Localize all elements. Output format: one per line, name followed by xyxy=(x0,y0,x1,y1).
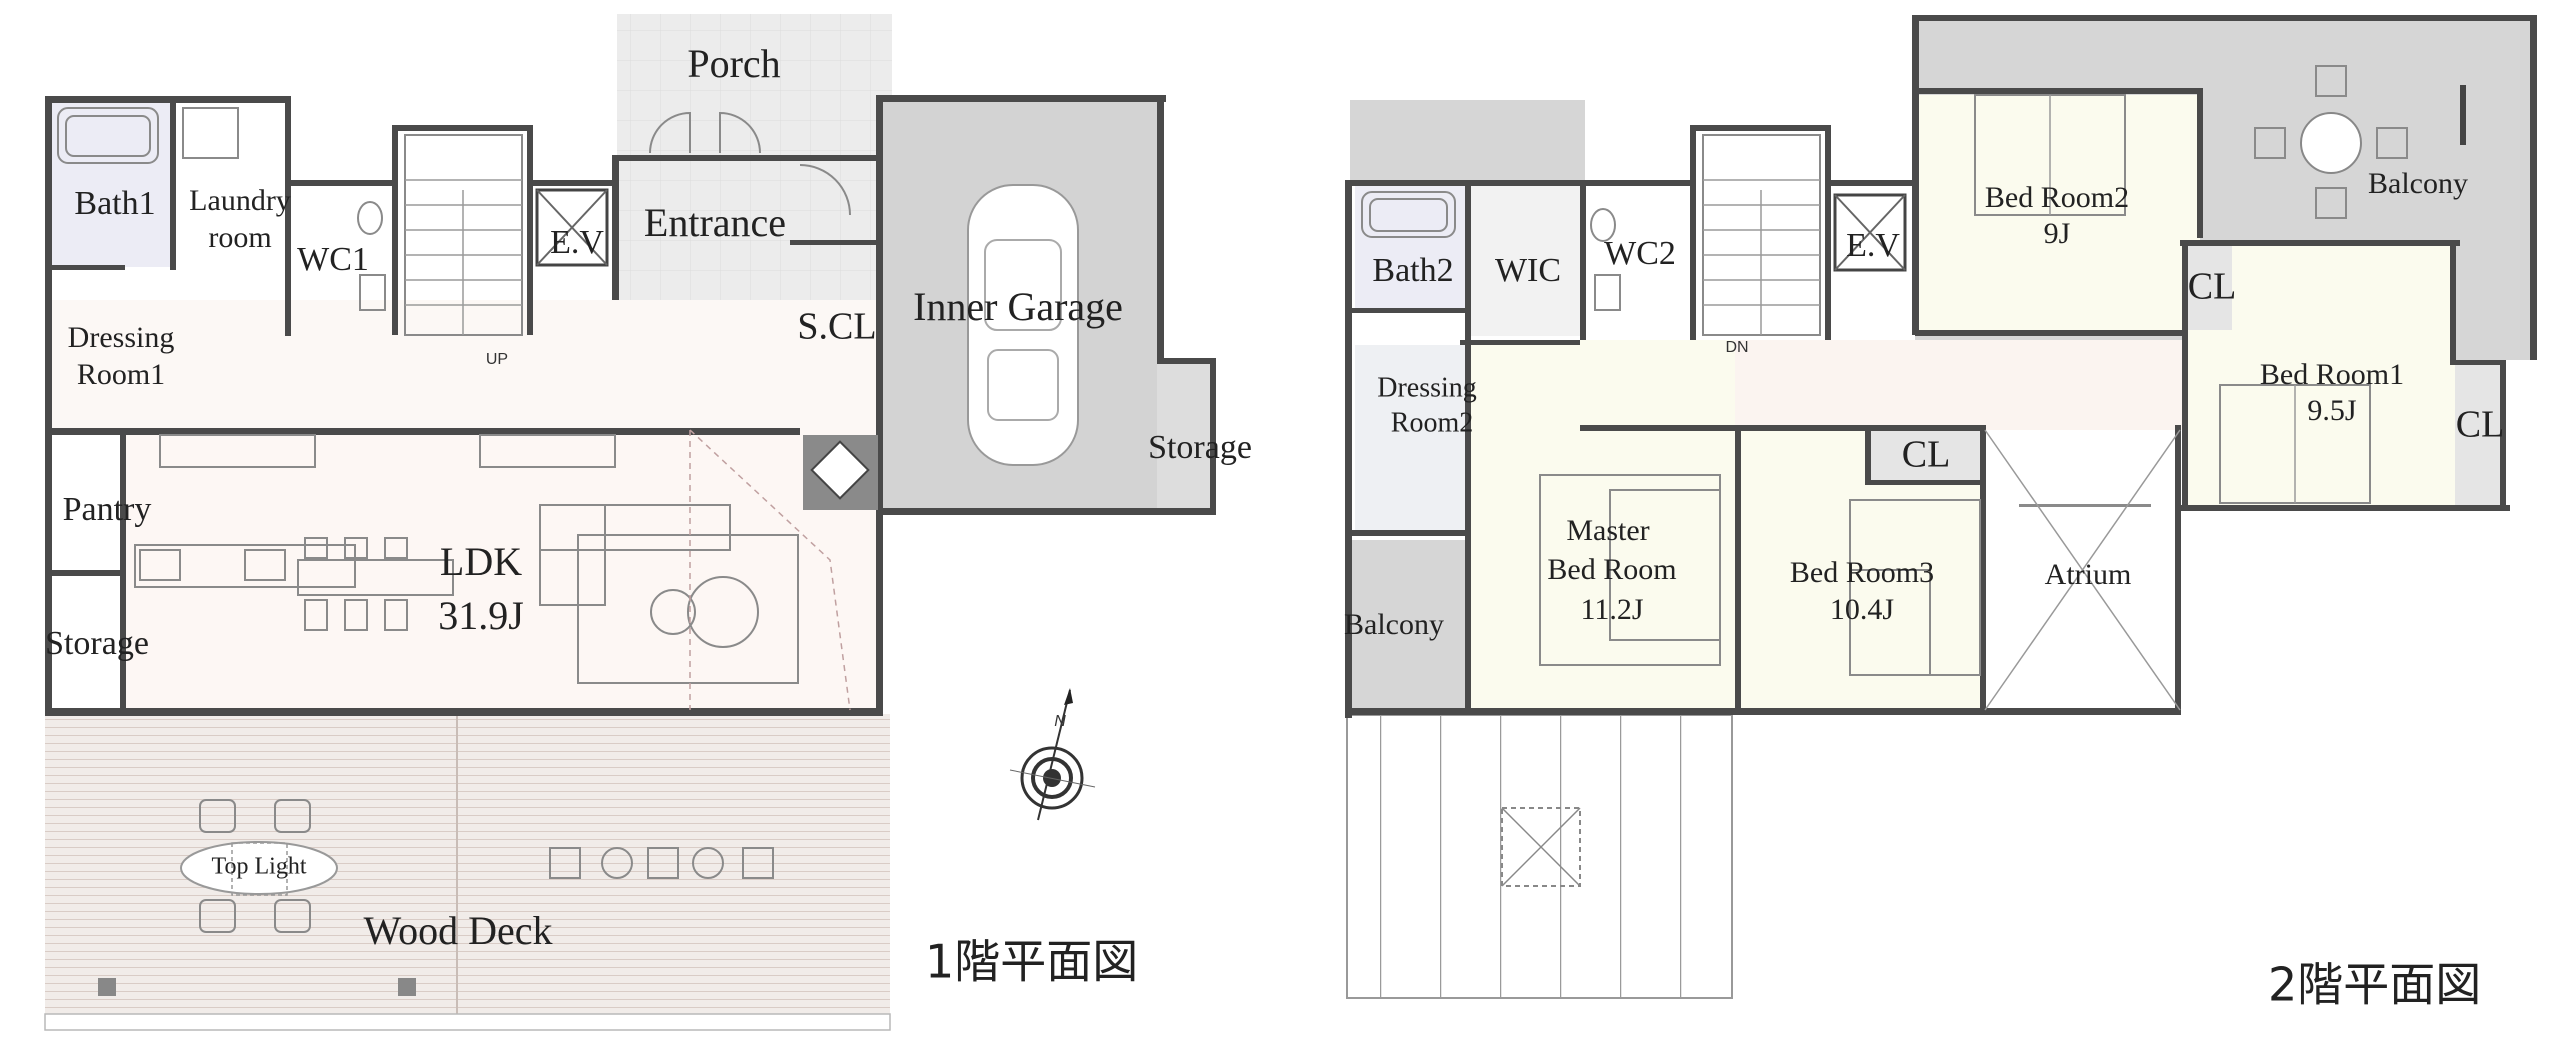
vertical-deck xyxy=(1347,715,1732,998)
label-top-light: Top Light xyxy=(212,854,307,880)
label-dressing1-1: Dressing xyxy=(68,321,175,354)
elevator-floor1 xyxy=(535,188,609,267)
bedroom2-area xyxy=(1918,95,2200,330)
bath1-area xyxy=(50,102,172,267)
label-cl-br2: CL xyxy=(2188,266,2237,308)
balcony-west xyxy=(1350,540,1465,710)
label-bedroom2: Bed Room2 xyxy=(1985,181,2129,214)
label-atrium: Atrium xyxy=(2045,558,2132,591)
label-wic: WIC xyxy=(1495,252,1561,289)
label-master-1: Master xyxy=(1566,514,1649,547)
compass-north: N xyxy=(1054,713,1066,730)
label-scl: S.CL xyxy=(797,306,876,348)
wood-deck xyxy=(45,714,890,1014)
label-bedroom1: Bed Room1 xyxy=(2260,358,2404,391)
master-area xyxy=(1465,340,1735,710)
label-inner-garage: Inner Garage xyxy=(913,284,1123,329)
label-wood-deck: Wood Deck xyxy=(364,908,553,953)
label-laundry-2: room xyxy=(208,221,271,254)
label-pantry: Pantry xyxy=(63,491,152,528)
label-ldk-size: 31.9J xyxy=(438,593,524,638)
cl-br1-area xyxy=(2455,365,2500,510)
label-laundry-1: Laundry xyxy=(189,184,291,217)
label-cl-br1: CL xyxy=(2456,404,2505,446)
label-bedroom3-size: 10.4J xyxy=(1830,593,1895,626)
label-storage-garage: Storage xyxy=(1148,429,1252,466)
label-wc1: WC1 xyxy=(297,241,369,278)
label-dressing2-2: Room2 xyxy=(1391,407,1473,438)
label-bedroom1-size: 9.5J xyxy=(2307,394,2357,427)
label-ldk: LDK xyxy=(440,539,522,584)
label-dressing2-1: Dressing xyxy=(1377,372,1477,403)
floor1-walls xyxy=(45,95,1216,716)
label-balcony-w: Balcony xyxy=(1344,608,1444,641)
car-icon xyxy=(967,184,1079,466)
stair-floor1 xyxy=(404,134,523,336)
label-stair-up: UP xyxy=(486,351,508,368)
floor2-title: 2階平面図 xyxy=(2268,958,2481,1012)
balcony-table xyxy=(2254,65,2466,219)
ldk-area xyxy=(125,430,880,710)
cl-br2-area xyxy=(2187,245,2232,330)
cl-br3-area xyxy=(1870,430,1980,485)
label-ev1: E.V xyxy=(550,224,604,261)
label-bath1: Bath1 xyxy=(74,185,155,222)
top-light xyxy=(180,799,338,933)
label-bedroom2-size: 9J xyxy=(2044,217,2071,250)
label-porch: Porch xyxy=(687,41,780,86)
floor2-plan: Bath2 WIC WC2 E.V DN Bed Room2 9J Balcon… xyxy=(1344,15,2537,1012)
dining-table xyxy=(297,537,454,631)
floor1-plan: Porch Bath1 Laundry room WC1 E.V Entranc… xyxy=(44,14,1252,1031)
label-bedroom3: Bed Room3 xyxy=(1790,556,1934,589)
label-master-2: Bed Room xyxy=(1547,553,1676,586)
floor1-title: 1階平面図 xyxy=(925,935,1138,989)
sofa xyxy=(539,504,799,684)
label-ev2: E.V xyxy=(1846,227,1900,264)
label-balcony-ne: Balcony xyxy=(2368,167,2468,200)
label-wc2: WC2 xyxy=(1604,235,1676,272)
balcony-w-area xyxy=(1350,100,1585,180)
label-dressing1-2: Room1 xyxy=(77,358,165,391)
label-cl-br3: CL xyxy=(1902,434,1951,476)
storage-garage-area xyxy=(1157,362,1212,512)
elevator-floor2 xyxy=(1833,193,1907,272)
label-bath2: Bath2 xyxy=(1372,252,1453,289)
label-master-size: 11.2J xyxy=(1580,593,1643,626)
label-stair-dn: DN xyxy=(1725,339,1748,356)
wic-area xyxy=(1470,186,1580,336)
label-storage-west: Storage xyxy=(45,625,149,662)
label-entrance: Entrance xyxy=(644,200,786,245)
bath2-area xyxy=(1355,186,1465,311)
dressing2-area xyxy=(1355,345,1465,530)
stair-floor2 xyxy=(1702,134,1821,336)
compass-icon xyxy=(1009,688,1096,821)
floor2-walls xyxy=(1345,15,2537,718)
